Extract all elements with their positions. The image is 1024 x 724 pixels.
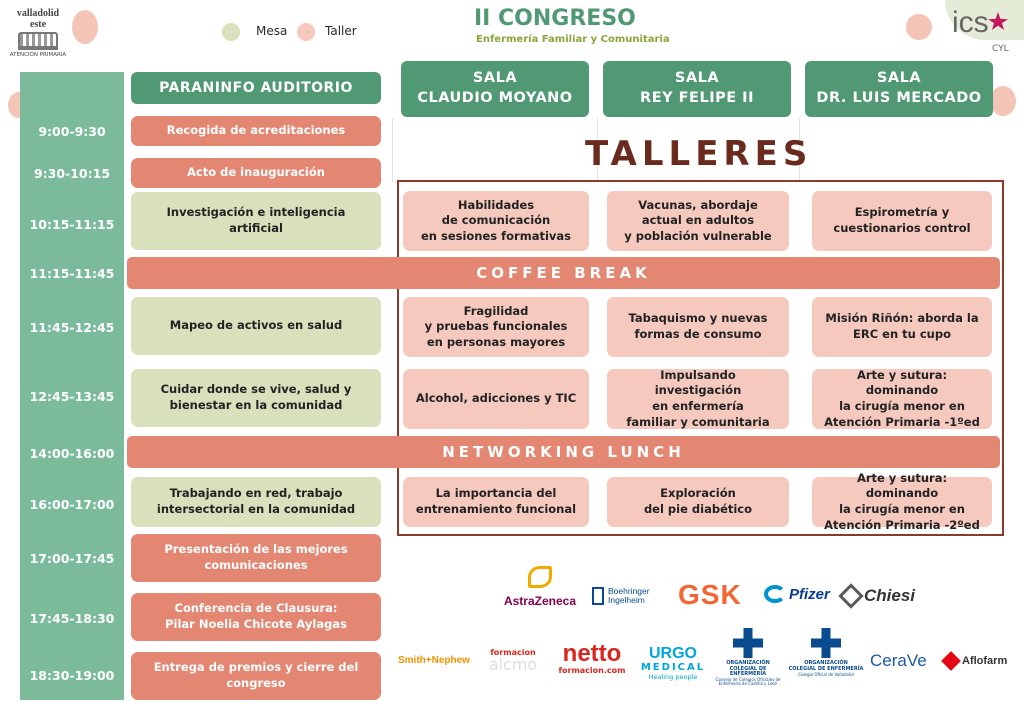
pfizer-icon — [764, 585, 786, 603]
gsk-logo: GSK — [678, 579, 742, 610]
page-title: II CONGRESO — [474, 6, 636, 31]
pfizer-text: Pfizer — [789, 585, 830, 603]
logo-line1: valladolid — [16, 8, 60, 19]
talleres-title: TALLERES — [585, 134, 813, 174]
legend-taller-swatch — [297, 23, 315, 41]
urgo-logo: URGO MEDICAL Healing people — [636, 646, 710, 684]
column-divider — [799, 118, 800, 182]
time-slot: 18:30-19:00 — [29, 667, 115, 683]
logo-ics-text: ics — [952, 6, 989, 39]
workshop-cell: Misión Riñón: aborda la ERC en tu cupo — [812, 297, 992, 357]
astrazeneca-icon — [528, 566, 552, 588]
org-colegial-text: ORGANIZACIÓN COLEGIAL DE ENFERMERÍA — [726, 660, 770, 677]
workshop-cell: Fragilidad y pruebas funcionales en pers… — [403, 297, 589, 357]
room-header-mercado: SALA DR. LUIS MERCADO — [805, 61, 993, 117]
building-icon — [18, 32, 58, 50]
time-column — [20, 72, 124, 700]
room-header-felipe: SALA REY FELIPE II — [603, 61, 791, 117]
room-header-moyano: SALA CLAUDIO MOYANO — [401, 61, 589, 117]
logo-cyl-text: CYL — [992, 44, 1009, 54]
legend-mesa-swatch — [222, 23, 240, 41]
session-cell: Mapeo de activos en salud — [131, 297, 381, 355]
decor-blob — [906, 14, 932, 40]
workshop-cell: Alcohol, adicciones y TIC — [403, 369, 589, 429]
room-header-paraninfo: PARANINFO AUDITORIO — [131, 72, 381, 104]
time-slot: 10:15-11:15 — [29, 216, 115, 232]
session-cell: Recogida de acreditaciones — [131, 116, 381, 146]
workshop-cell: Arte y sutura: dominando la cirugía meno… — [812, 471, 992, 532]
workshop-cell: La importancia del entrenamiento funcion… — [403, 477, 589, 527]
chiesi-icon — [838, 583, 864, 609]
time-slot: 9:00-9:30 — [38, 123, 106, 139]
time-slot: 9:30-10:15 — [33, 165, 111, 181]
aflofarm-icon — [941, 651, 961, 671]
netto-logo: netto formacion.com — [556, 642, 628, 682]
cerave-logo: CeraVe — [870, 651, 927, 670]
urgo-sub-text: MEDICAL — [640, 662, 706, 673]
org-colegial-sub-text: Colegio Oficial de Valladolid — [798, 672, 854, 677]
netto-sub-text: formacion.com — [558, 666, 626, 675]
chiesi-text: Chiesi — [864, 586, 916, 605]
nursing-cross-icon — [733, 628, 763, 658]
formacion-logo: formacion alcmo — [478, 648, 548, 680]
talleres-frame — [397, 180, 1004, 536]
legend-mesa-label: Mesa — [256, 24, 288, 38]
org-colegial-text: ORGANIZACIÓN COLEGIAL DE ENFERMERÍA — [788, 660, 864, 672]
formacion-text: formacion — [490, 648, 536, 657]
time-slot: 17:00-17:45 — [29, 550, 115, 566]
session-cell: Trabajando en red, trabajo intersectoria… — [131, 477, 381, 527]
org-colegial-sub-text: Consejo de Colegios Oficiales de Enferme… — [715, 676, 781, 686]
time-slot: 11:15-11:45 — [29, 265, 115, 281]
astrazeneca-logo: AstraZeneca — [500, 566, 580, 612]
session-cell: Conferencia de Clausura: Pilar Noelia Ch… — [131, 593, 381, 641]
workshop-cell: Espirometría y cuestionarios control — [812, 191, 992, 251]
column-divider — [597, 118, 598, 182]
formacion-alt-text: alcmo — [488, 655, 538, 674]
pfizer-logo: Pfizer — [764, 585, 830, 603]
page-subtitle: Enfermería Familiar y Comunitaria — [476, 34, 670, 45]
boehringer-text: Boehringer Ingelheim — [608, 585, 650, 605]
boehringer-logo: Boehringer Ingelheim — [592, 584, 664, 608]
workshop-cell: Vacunas, abordaje actual en adultos y po… — [607, 191, 789, 251]
session-cell: Acto de inauguración — [131, 158, 381, 188]
decor-blob — [990, 86, 1016, 116]
boehringer-icon — [592, 587, 604, 605]
time-slot: 11:45-12:45 — [29, 319, 115, 335]
netto-text: netto — [562, 640, 622, 667]
org-colegial-logo-1: ORGANIZACIÓN COLEGIAL DE ENFERMERÍA Cons… — [712, 628, 784, 702]
star-icon — [988, 12, 1008, 30]
logo-icscyl: ics CYL — [950, 6, 1016, 62]
time-slot: 14:00-16:00 — [29, 445, 115, 461]
column-divider — [392, 118, 393, 182]
session-cell: Investigación e inteligencia artificial — [131, 192, 381, 250]
coffee-break-banner: COFFEE BREAK — [127, 257, 1000, 289]
chiesi-logo: Chiesi — [838, 583, 916, 609]
session-cell: Entrega de premios y cierre del congreso — [131, 652, 381, 700]
workshop-cell: Arte y sutura: dominando la cirugía meno… — [812, 368, 992, 429]
workshop-cell: Exploración del pie diabético — [607, 477, 789, 527]
networking-lunch-banner: NETWORKING LUNCH — [127, 436, 1000, 468]
org-colegial-logo-2: ORGANIZACIÓN COLEGIAL DE ENFERMERÍA Cole… — [788, 628, 864, 702]
nursing-cross-icon — [811, 628, 841, 658]
logo-line2: este — [29, 19, 47, 30]
workshop-cell: Impulsando investigación en enfermería f… — [607, 368, 789, 429]
astrazeneca-text: AstraZeneca — [503, 594, 577, 608]
urgo-text: URGO — [649, 645, 697, 662]
time-slot: 12:45-13:45 — [29, 388, 115, 404]
logo-line3: ATENCIÓN PRIMARIA — [9, 52, 67, 58]
workshop-cell: Tabaquismo y nuevas formas de consumo — [607, 297, 789, 357]
session-cell: Presentación de las mejores comunicacion… — [131, 534, 381, 582]
smithnephew-logo: Smith+Nephew — [398, 655, 470, 666]
aflofarm-logo: Aflofarm — [941, 651, 1008, 671]
time-slot: 16:00-17:00 — [29, 496, 115, 512]
workshop-cell: Habilidades de comunicación en sesiones … — [403, 191, 589, 251]
legend-taller-label: Taller — [325, 24, 357, 38]
logo-valladolid-este: valladolid este ATENCIÓN PRIMARIA — [6, 8, 70, 66]
urgo-tag-text: Healing people — [648, 673, 698, 681]
time-slot: 17:45-18:30 — [29, 610, 115, 626]
decor-blob — [72, 10, 98, 44]
aflofarm-text: Aflofarm — [962, 655, 1008, 667]
session-cell: Cuidar donde se vive, salud y bienestar … — [131, 369, 381, 427]
